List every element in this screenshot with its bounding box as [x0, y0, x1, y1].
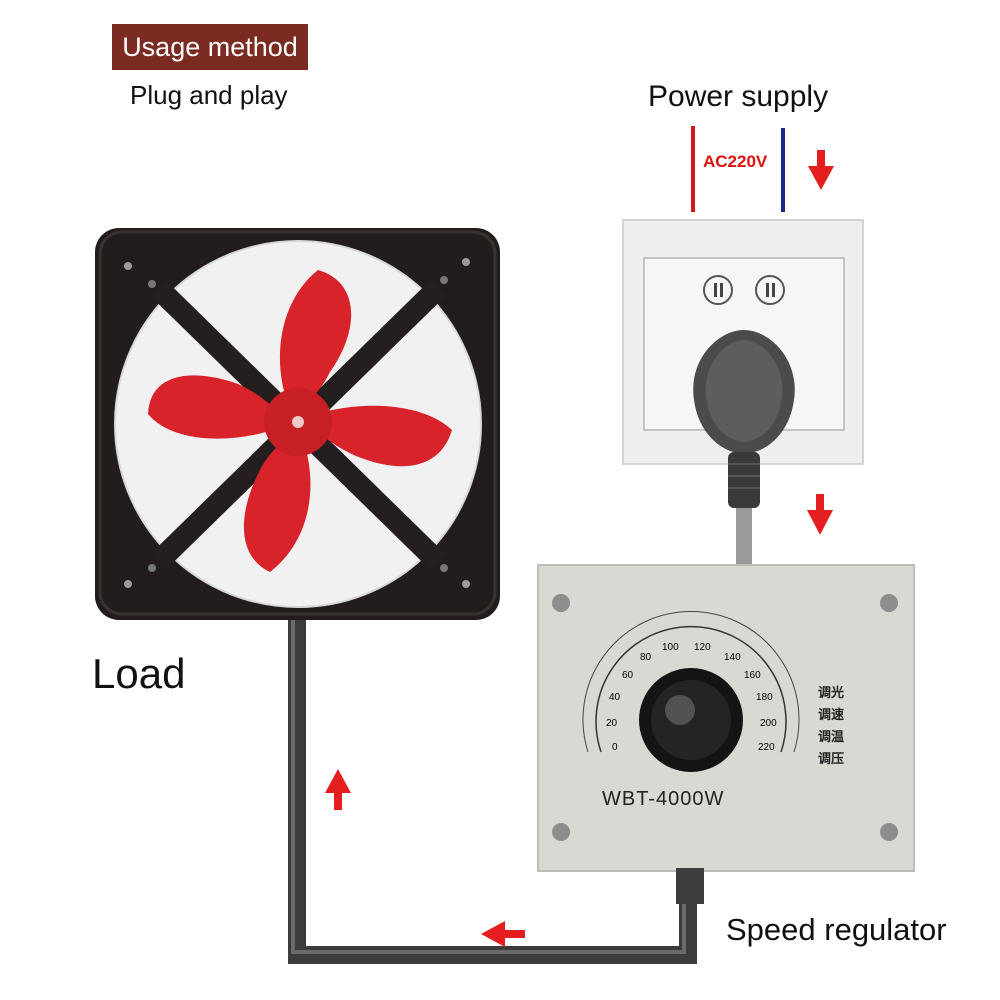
dial-tick-label: 200 — [760, 718, 777, 729]
dial-tick-label: 180 — [756, 692, 773, 703]
dial-tick-label: 60 — [622, 670, 634, 681]
function-label: 调温 — [818, 729, 845, 744]
dial-tick-label: 40 — [609, 692, 621, 703]
dial-tick-label: 100 — [662, 642, 679, 653]
voltage-label: AC220V — [703, 152, 768, 171]
dial-tick-label: 20 — [606, 718, 618, 729]
load-label: Load — [92, 650, 186, 697]
speed-regulator-label: Speed regulator — [726, 912, 947, 947]
dial-tick-label: 0 — [612, 742, 618, 753]
fan-blade — [148, 270, 452, 572]
dial-tick-label: 140 — [724, 652, 741, 663]
power-supply-label: Power supply — [648, 80, 829, 113]
usage-subtitle: Plug and play — [130, 80, 288, 110]
power-plug — [693, 330, 795, 568]
function-label: 调光 — [818, 685, 845, 700]
arrow-down-icon — [808, 150, 834, 190]
speed-regulator-box — [537, 564, 915, 904]
arrow-down-icon — [807, 494, 833, 535]
regulator-model: WBT-4000W — [602, 788, 725, 810]
load-cable — [288, 620, 697, 964]
dial-tick-label: 120 — [694, 642, 711, 653]
dial-tick-label: 160 — [744, 670, 761, 681]
exhaust-fan — [95, 228, 500, 620]
function-label: 调速 — [818, 707, 845, 722]
function-label: 调压 — [818, 751, 845, 766]
usage-method-badge: Usage method — [112, 24, 308, 70]
arrow-up-icon — [325, 769, 351, 810]
arrow-left-icon — [481, 921, 525, 947]
dial-tick-label: 220 — [758, 742, 775, 753]
dial-tick-label: 80 — [640, 652, 652, 663]
